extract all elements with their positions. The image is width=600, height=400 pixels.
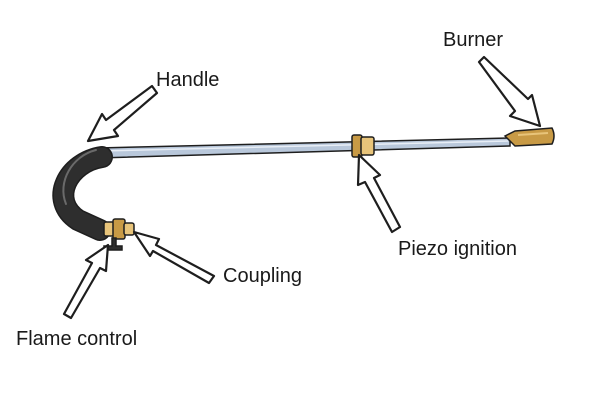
label-piezo-ignition: Piezo ignition [398,238,517,260]
coupling-valve [103,218,135,251]
label-flame-control: Flame control [16,328,138,350]
label-handle: Handle [156,69,220,91]
piezo-ignition-collar [351,134,375,158]
burner-nozzle [503,127,555,147]
arrow-piezo [356,153,402,234]
tube [97,137,511,159]
arrow-burner [477,55,542,128]
label-coupling: Coupling [223,265,302,287]
label-burner: Burner [443,29,504,51]
handle-grip [52,146,113,241]
arrow-flame-control [62,243,110,320]
arrow-handle [86,84,159,143]
arrow-coupling [132,230,216,285]
